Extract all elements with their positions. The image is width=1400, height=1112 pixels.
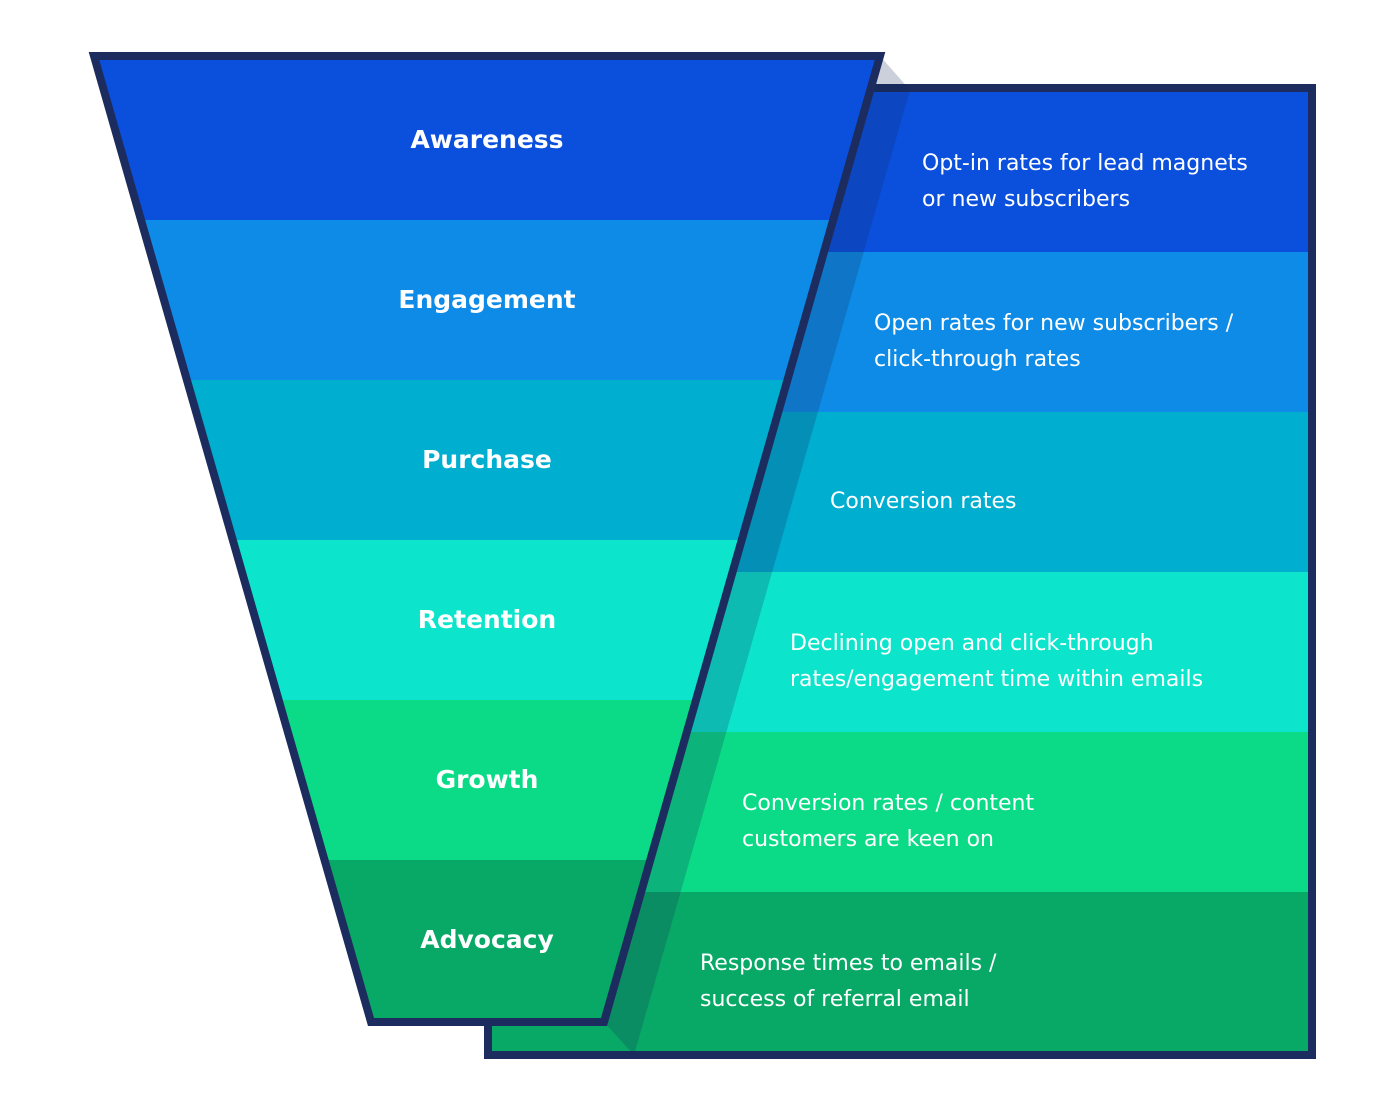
metric-text-awareness-line-1: Opt-in rates for lead magnets <box>922 151 1248 176</box>
metric-text-advocacy-line-2: success of referral email <box>700 987 970 1012</box>
metric-text-advocacy-line-1: Response times to emails / <box>700 951 997 976</box>
metric-text-engagement-line-1: Open rates for new subscribers / <box>874 311 1234 336</box>
funnel-band-awareness <box>94 56 880 220</box>
funnel <box>94 56 880 1022</box>
metric-text-engagement-line-2: click-through rates <box>874 347 1081 372</box>
metric-text-growth-line-2: customers are keen on <box>742 827 994 852</box>
metric-text-purchase-line-1: Conversion rates <box>830 489 1016 514</box>
stage-label-purchase: Purchase <box>422 445 552 474</box>
funnel-band-engagement <box>141 220 834 380</box>
metric-text-retention-line-1: Declining open and click-through <box>790 631 1154 656</box>
funnel-outline <box>88 52 886 1026</box>
stage-label-advocacy: Advocacy <box>420 925 554 954</box>
stage-label-retention: Retention <box>418 605 556 634</box>
funnel-stage-labels: AwarenessEngagementPurchaseRetentionGrow… <box>398 125 575 954</box>
funnel-band-growth <box>278 700 696 860</box>
funnel-band-advocacy <box>324 860 651 1022</box>
stage-label-engagement: Engagement <box>398 285 575 314</box>
stage-label-growth: Growth <box>436 765 539 794</box>
funnel-band-retention <box>232 540 742 700</box>
funnel-shadow <box>604 56 910 1055</box>
stage-label-awareness: Awareness <box>410 125 563 154</box>
funnel-band-purchase <box>186 380 788 540</box>
metric-text-retention-line-2: rates/engagement time within emails <box>790 667 1203 692</box>
metric-text-growth-line-1: Conversion rates / content <box>742 791 1034 816</box>
metric-descriptions: Opt-in rates for lead magnets or new subs… <box>700 151 1248 1012</box>
metric-text-awareness-line-2: or new subscribers <box>922 187 1130 212</box>
funnel-shadow-strip <box>604 56 910 1055</box>
